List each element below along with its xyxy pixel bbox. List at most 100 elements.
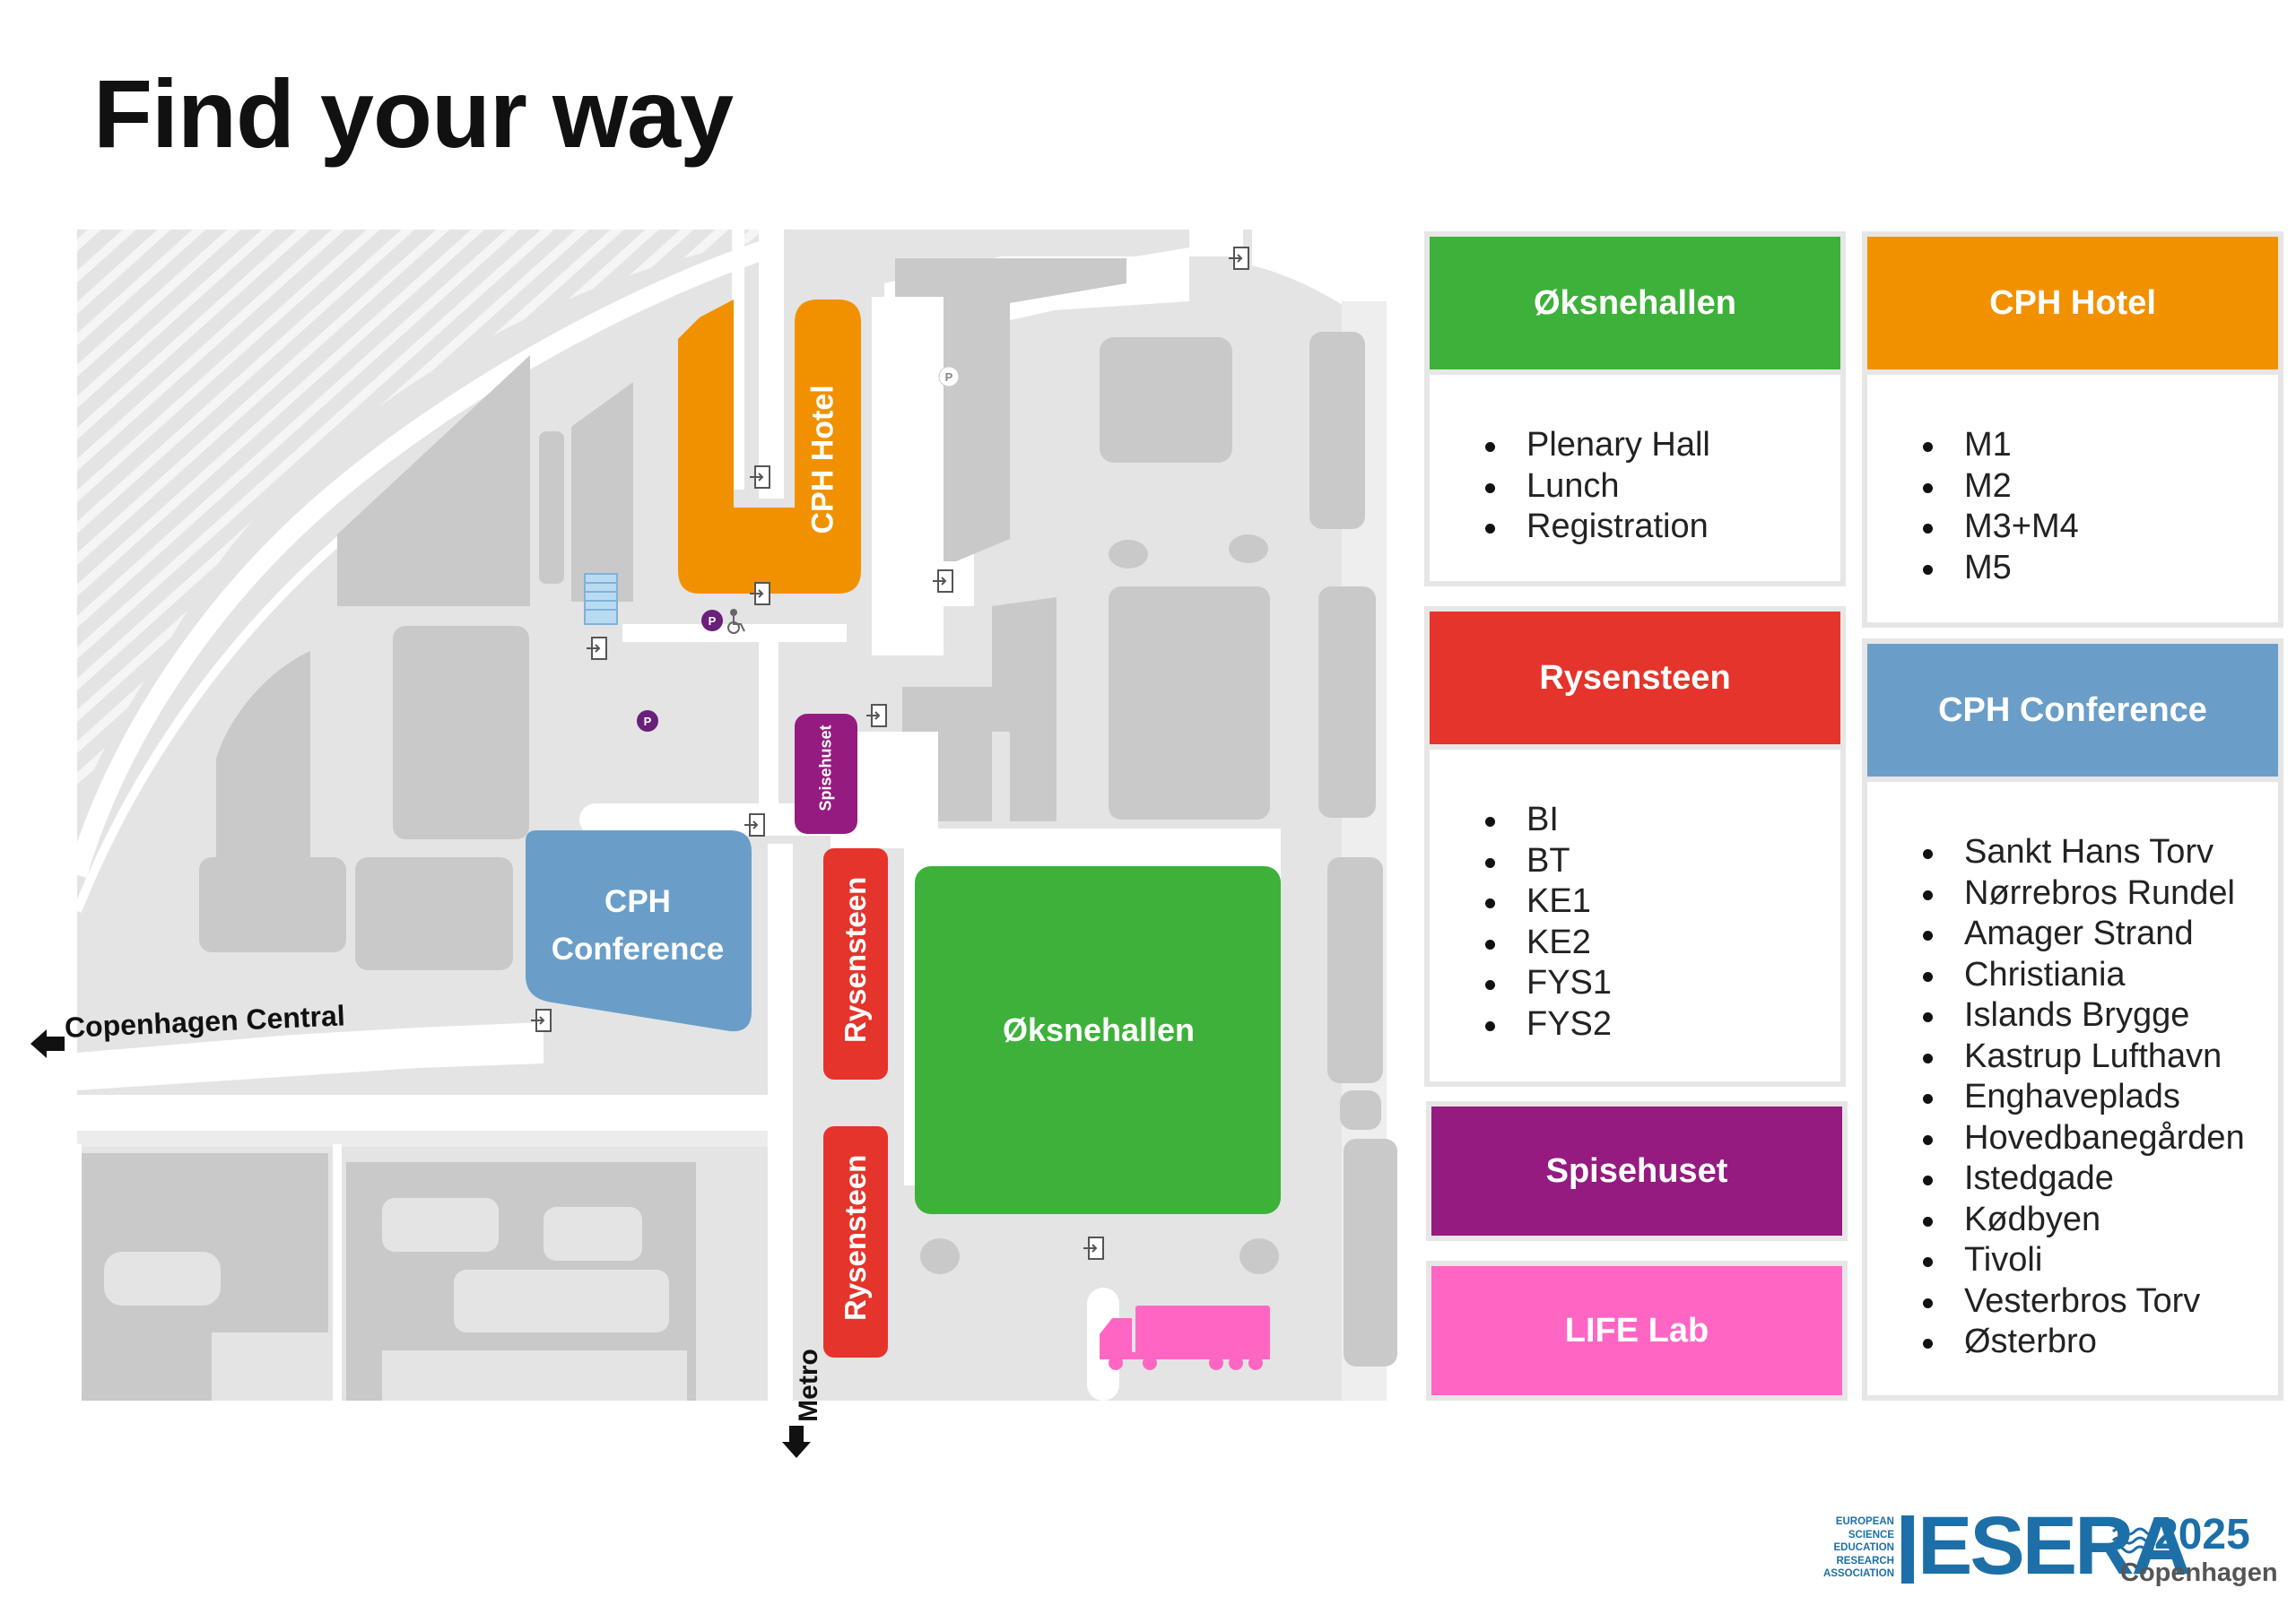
- list-item: M5: [1923, 548, 2278, 589]
- list-item: Østerbro: [1923, 1322, 2278, 1363]
- logo-city: Copenhagen: [2120, 1558, 2278, 1587]
- list-item: Islands Brygge: [1923, 995, 2278, 1037]
- building: [1318, 586, 1376, 818]
- building-spisehuset: [795, 714, 857, 834]
- rysensteen-room-list: BI BT KE1 KE2 FYS1 FYS2: [1485, 800, 1840, 1045]
- legend-card-spisehuset: Spisehuset: [1426, 1101, 1848, 1241]
- railway-tracks: [77, 230, 777, 803]
- list-item: FYS2: [1485, 1004, 1840, 1046]
- building: [355, 857, 513, 970]
- legend-card-oksnehallen-title: Øksnehallen: [1534, 283, 1736, 322]
- list-item: Plenary Hall: [1485, 425, 1840, 466]
- building: [1327, 857, 1383, 1083]
- list-item: Registration: [1485, 507, 1840, 548]
- cph-conference-room-list: Sankt Hans Torv Nørrebros Rundel Amager …: [1923, 832, 2278, 1363]
- road-curve: [77, 236, 780, 879]
- map-base: P P P: [77, 230, 1413, 1401]
- building-cph-hotel: [678, 299, 861, 594]
- logo-association-text: EUROPEAN SCIENCE EDUCATION RESEARCH ASSO…: [1822, 1516, 1894, 1579]
- legend-card-cph-conference-title: CPH Conference: [1938, 690, 2207, 729]
- list-item: Istedgade: [1923, 1159, 2278, 1200]
- entrance-icon: [744, 813, 765, 837]
- venue-map: P P P CPH Hotel Spisehu: [77, 230, 1413, 1401]
- building: [1309, 332, 1365, 529]
- list-item: M2: [1923, 466, 2278, 508]
- list-item: Kødbyen: [1923, 1200, 2278, 1241]
- list-item: KE2: [1485, 923, 1840, 964]
- building: [1109, 586, 1270, 820]
- wheelchair-icon: [727, 609, 745, 634]
- legend-card-spisehuset-title: Spisehuset: [1545, 1151, 1728, 1190]
- map-label-spisehuset: Spisehuset: [816, 725, 835, 812]
- legend-card-rysensteen-title: Rysensteen: [1539, 658, 1731, 697]
- entrance-icons: [531, 247, 1249, 1260]
- page-title: Find your way: [93, 59, 734, 168]
- stairs: [584, 573, 618, 625]
- map-label-rysensteen-1: Rysensteen: [839, 876, 872, 1043]
- svg-text:P: P: [945, 370, 953, 384]
- logo-bar: [1901, 1515, 1914, 1584]
- entrance-icon: [933, 569, 953, 593]
- truck-icon: [1100, 1306, 1270, 1370]
- list-item: FYS1: [1485, 963, 1840, 1004]
- waves-icon: [2111, 1527, 2154, 1554]
- building: [902, 597, 1057, 821]
- entrance-icon: [587, 637, 607, 660]
- logo-name: ESERA: [1918, 1500, 2191, 1592]
- metro-label: Metro: [794, 1349, 823, 1422]
- map-label-oksnehallen: Øksnehallen: [1002, 1011, 1196, 1048]
- list-item: Kastrup Lufthavn: [1923, 1037, 2278, 1078]
- arrow-down-icon-shaft: [789, 1426, 804, 1444]
- list-item: Hovedbanegården: [1923, 1118, 2278, 1159]
- building: [393, 626, 529, 839]
- building: [895, 258, 1126, 561]
- logo-year: 2025: [2154, 1511, 2250, 1558]
- building: [1344, 1139, 1397, 1367]
- list-item: M1: [1923, 425, 2278, 466]
- list-item: Tivoli: [1923, 1240, 2278, 1281]
- legend-card-oksnehallen: Øksnehallen Plenary Hall Lunch Registrat…: [1424, 231, 1846, 586]
- entrance-icon: [531, 1009, 552, 1032]
- svg-text:P: P: [644, 715, 652, 728]
- list-item: Enghaveplads: [1923, 1077, 2278, 1118]
- arrow-left-icon: [30, 1029, 47, 1058]
- legend-card-life-lab-title: LIFE Lab: [1564, 1311, 1709, 1350]
- arrow-left-icon-shaft: [45, 1037, 65, 1051]
- map-label-cph-hotel: CPH Hotel: [805, 385, 840, 534]
- list-item: Vesterbros Torv: [1923, 1281, 2278, 1323]
- road-main: [77, 1022, 544, 1090]
- map-label-rysensteen-2: Rysensteen: [839, 1154, 872, 1321]
- arrow-down-icon: [782, 1442, 811, 1458]
- parking-icon: P: [938, 366, 960, 387]
- entrance-icon: [1083, 1237, 1104, 1260]
- list-item: KE1: [1485, 881, 1840, 923]
- parking-icon: P: [637, 710, 658, 732]
- building: [337, 355, 530, 606]
- legend-card-cph-hotel-head: CPH Hotel: [1867, 237, 2278, 369]
- list-item: Nørrebros Rundel: [1923, 873, 2278, 915]
- entrance-icon: [1229, 247, 1249, 270]
- entrance-icon: [750, 465, 770, 489]
- legend-card-cph-hotel-title: CPH Hotel: [1989, 283, 2156, 322]
- legend-card-oksnehallen-head: Øksnehallen: [1430, 237, 1840, 369]
- list-item: BI: [1485, 800, 1840, 841]
- legend-card-rysensteen: Rysensteen BI BT KE1 KE2 FYS1 FYS2: [1424, 606, 1846, 1087]
- legend-card-rysensteen-head: Rysensteen: [1430, 612, 1840, 744]
- list-item: Christiania: [1923, 955, 2278, 996]
- building-oksnehallen: [915, 866, 1281, 1214]
- map-label-cph-conference-line2: Conference: [551, 932, 725, 967]
- list-item: Amager Strand: [1923, 914, 2278, 955]
- parking-icon: P: [701, 610, 723, 631]
- esera-logo: EUROPEAN SCIENCE EDUCATION RESEARCH ASSO…: [1817, 1501, 2278, 1596]
- building-cph-conference: [526, 830, 752, 1032]
- svg-text:P: P: [709, 614, 717, 628]
- oksnehallen-room-list: Plenary Hall Lunch Registration: [1485, 425, 1840, 548]
- building: [216, 651, 310, 857]
- cph-hotel-room-list: M1 M2 M3+M4 M5: [1923, 425, 2278, 588]
- legend-card-life-lab: LIFE Lab: [1426, 1261, 1848, 1401]
- building: [199, 857, 346, 952]
- list-item: Lunch: [1485, 466, 1840, 508]
- map-label-cph-conference-line1: CPH: [604, 884, 671, 919]
- building-rysensteen-2: [823, 1126, 888, 1358]
- entrance-icon: [866, 704, 887, 727]
